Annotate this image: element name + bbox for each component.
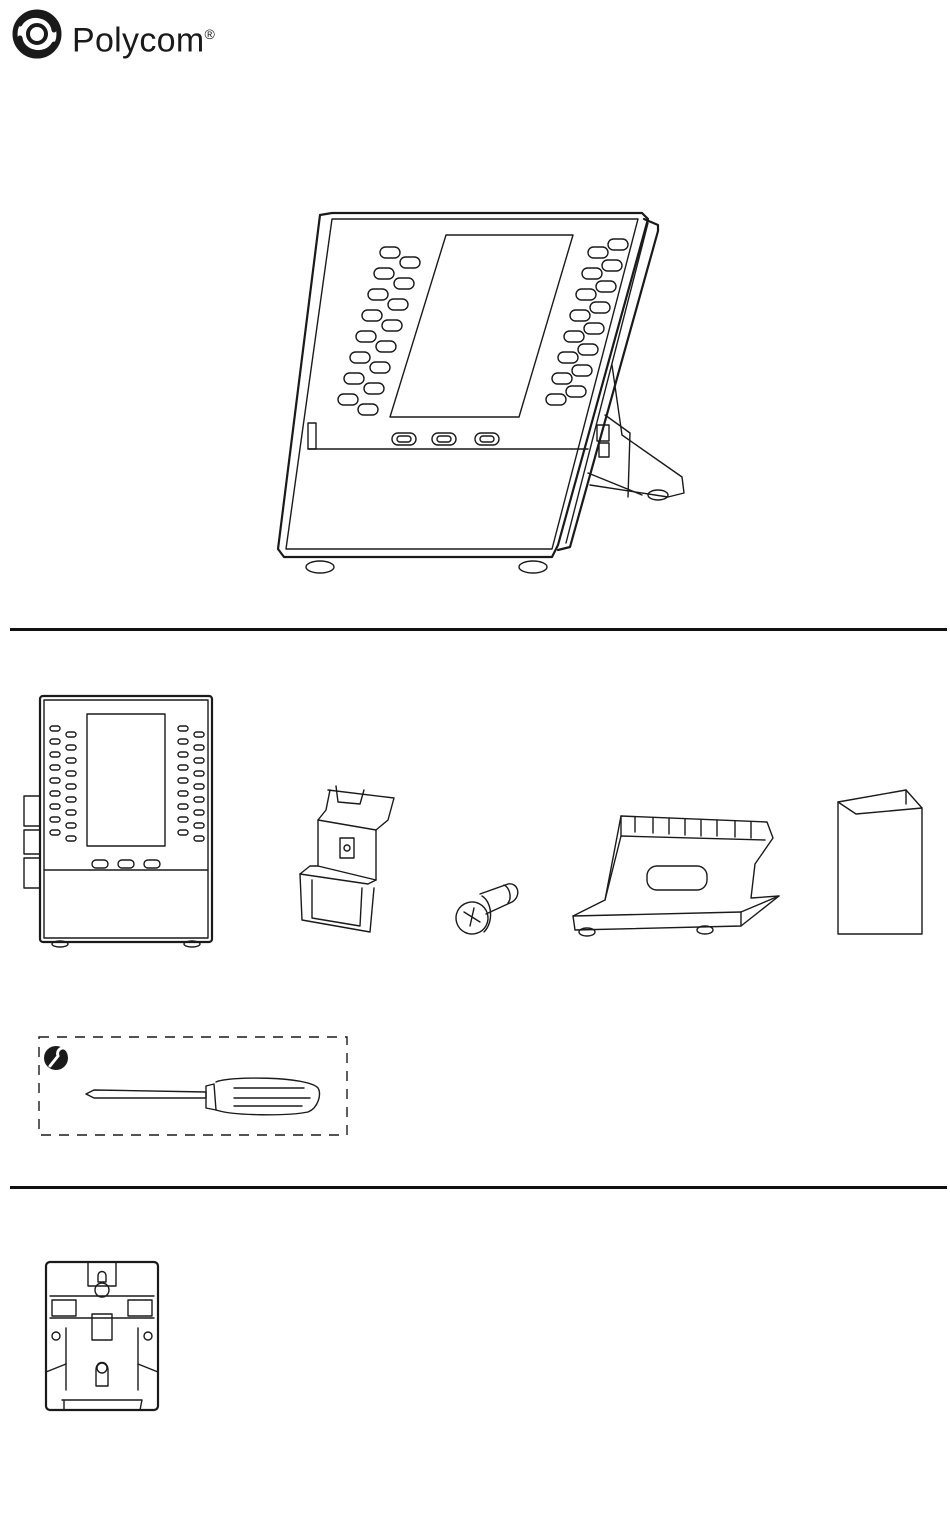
line-key — [178, 726, 188, 731]
module-body — [278, 213, 648, 557]
line-key — [194, 745, 204, 750]
line-key — [376, 341, 396, 352]
display-screen — [390, 235, 573, 417]
line-key — [50, 778, 60, 783]
line-key — [374, 268, 394, 279]
brand-header: Polycom® — [6, 8, 246, 60]
line-key — [66, 784, 76, 789]
section-divider — [10, 1186, 947, 1189]
line-key — [572, 365, 592, 376]
stand-leg — [590, 365, 684, 497]
line-key — [50, 765, 60, 770]
line-key — [596, 281, 616, 292]
line-key — [358, 404, 378, 415]
line-key — [50, 791, 60, 796]
line-key — [566, 386, 586, 397]
line-key — [356, 331, 376, 342]
line-key — [66, 836, 76, 841]
line-key — [50, 830, 60, 835]
line-key — [338, 394, 358, 405]
line-key — [368, 289, 388, 300]
line-key — [546, 394, 566, 405]
line-key — [50, 726, 60, 731]
mounting-clip-icon — [290, 780, 402, 936]
line-key — [66, 823, 76, 828]
polycom-logo-icon — [6, 8, 68, 60]
line-key — [578, 344, 598, 355]
line-key — [194, 758, 204, 763]
line-key — [50, 739, 60, 744]
line-key — [50, 817, 60, 822]
line-key — [582, 268, 602, 279]
line-key — [178, 804, 188, 809]
line-key — [66, 771, 76, 776]
line-key — [380, 247, 400, 258]
line-key — [558, 352, 578, 363]
wall-mount-bracket-icon — [44, 1260, 162, 1412]
line-key — [394, 278, 414, 289]
screw-icon — [452, 876, 526, 938]
foot — [306, 561, 334, 573]
foot — [519, 561, 547, 573]
line-key — [178, 778, 188, 783]
documentation-leaflet-icon — [832, 786, 928, 940]
line-key — [564, 331, 584, 342]
line-keys — [338, 239, 628, 415]
expansion-module-icon — [22, 692, 218, 948]
line-key — [608, 239, 628, 250]
line-key — [362, 310, 382, 321]
section-divider — [10, 628, 947, 631]
line-key — [178, 791, 188, 796]
line-key — [552, 373, 572, 384]
expansion-module-on-stand-illustration — [270, 205, 700, 585]
line-key — [194, 836, 204, 841]
line-key — [570, 310, 590, 321]
soft-keys — [392, 433, 499, 445]
desk-stand-icon — [565, 808, 785, 940]
registered-mark: ® — [204, 26, 215, 42]
line-key — [50, 804, 60, 809]
line-key — [194, 784, 204, 789]
line-key — [576, 289, 596, 300]
line-key — [382, 320, 402, 331]
line-key — [66, 745, 76, 750]
line-key — [194, 732, 204, 737]
brand-name: Polycom® — [72, 16, 215, 58]
stand-handle — [647, 866, 707, 890]
line-key — [178, 817, 188, 822]
line-key — [178, 752, 188, 757]
line-key — [584, 323, 604, 334]
line-key — [50, 752, 60, 757]
line-key — [344, 373, 364, 384]
line-key — [194, 810, 204, 815]
line-key — [178, 830, 188, 835]
line-key — [194, 797, 204, 802]
line-key — [194, 823, 204, 828]
line-key — [602, 260, 622, 271]
line-key — [194, 771, 204, 776]
line-key — [66, 758, 76, 763]
line-key — [350, 352, 370, 363]
line-key — [370, 362, 390, 373]
tools-required-box — [38, 1036, 350, 1138]
line-key — [66, 732, 76, 737]
line-key — [590, 302, 610, 313]
display-screen — [87, 714, 165, 846]
screwdriver-icon — [86, 1078, 320, 1115]
line-key — [66, 797, 76, 802]
line-key — [400, 257, 420, 268]
wrench-icon — [44, 1046, 68, 1070]
line-key — [178, 739, 188, 744]
line-key — [178, 765, 188, 770]
line-key — [66, 810, 76, 815]
line-key — [388, 299, 408, 310]
line-key — [364, 383, 384, 394]
line-key — [588, 247, 608, 258]
